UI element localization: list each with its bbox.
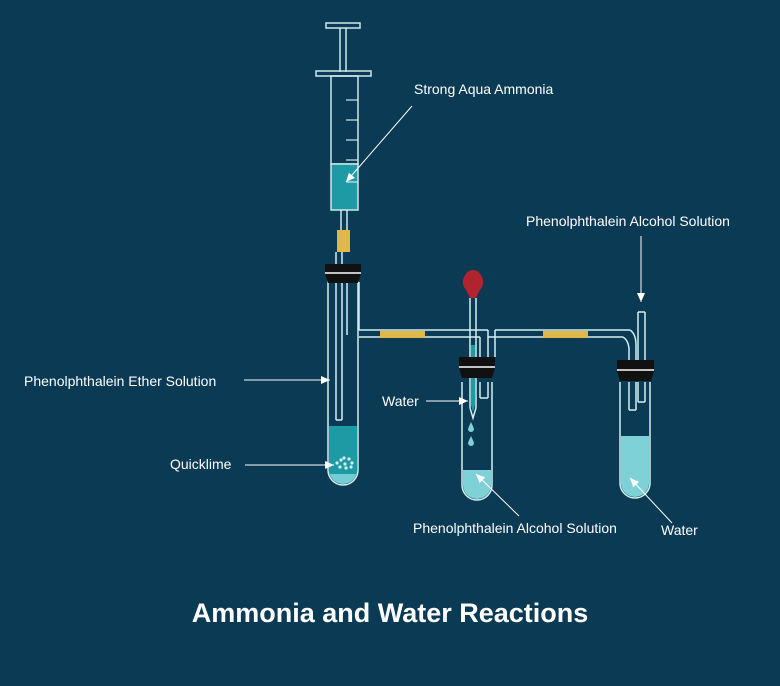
test-tube-right	[617, 311, 654, 499]
diagram-title: Ammonia and Water Reactions	[191, 598, 589, 628]
label-strong-aqua-ammonia: Strong Aqua Ammonia	[414, 81, 554, 97]
quicklime-granules	[335, 456, 354, 470]
test-tube-left	[325, 252, 361, 486]
dropper-bulb	[462, 270, 484, 298]
syringe-plunger-cap	[325, 22, 361, 29]
leader-lines	[244, 105, 673, 524]
syringe-rubber-connector	[337, 230, 350, 252]
leader-phenol-alcohol-bottom	[475, 473, 520, 517]
delivery-tubes	[358, 282, 637, 360]
rubber-connector-2	[543, 331, 588, 338]
label-quicklime: Quicklime	[170, 456, 232, 472]
test-tube-left-glass	[327, 280, 359, 486]
label-water-tube: Water	[661, 522, 698, 538]
label-water-dropper: Water	[382, 393, 419, 409]
label-phenol-alcohol-top: Phenolphthalein Alcohol Solution	[526, 213, 730, 229]
leader-water-tube	[629, 477, 673, 524]
syringe	[315, 22, 372, 252]
water-drops	[468, 422, 474, 446]
label-phenol-alcohol-bottom: Phenolphthalein Alcohol Solution	[413, 520, 617, 536]
test-tube-middle	[459, 270, 495, 501]
leader-strong-aqua-ammonia	[345, 105, 413, 183]
test-tube-right-glass	[619, 382, 651, 499]
test-tube-right-liquid	[621, 436, 649, 497]
test-tube-left-liquid	[329, 426, 357, 484]
syringe-liquid	[330, 163, 359, 211]
label-phenol-ether: Phenolphthalein Ether Solution	[24, 373, 217, 389]
rubber-connector-1	[380, 331, 425, 338]
syringe-scale-ticks	[346, 99, 358, 183]
